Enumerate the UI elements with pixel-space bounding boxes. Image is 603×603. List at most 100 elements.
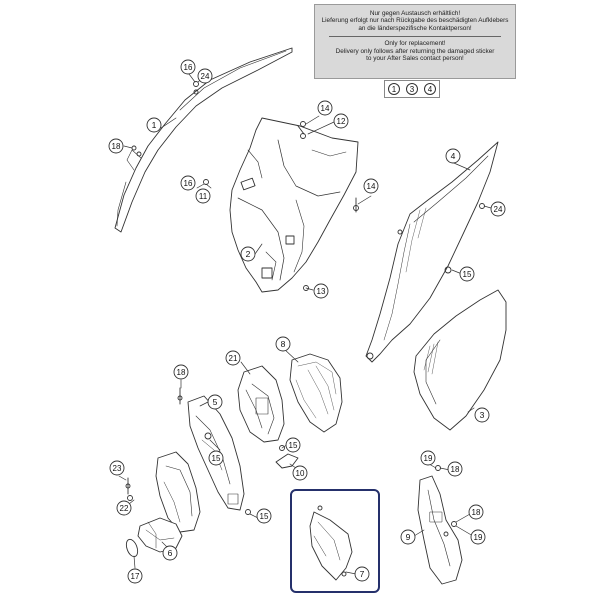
part-1-fairing-strip bbox=[114, 47, 293, 233]
callout-label: 14 bbox=[367, 182, 376, 191]
callout-circle bbox=[146, 117, 162, 133]
grommet bbox=[444, 266, 452, 274]
part-21-filter-box-cover bbox=[237, 365, 285, 443]
callout-label: 18 bbox=[472, 508, 481, 517]
callout-label: 18 bbox=[451, 465, 460, 474]
callout-14: 14 bbox=[363, 178, 379, 194]
callout-circle bbox=[162, 545, 178, 561]
callout-label: 13 bbox=[317, 287, 326, 296]
callout-label: 1 bbox=[152, 120, 157, 130]
callout-label: 14 bbox=[321, 104, 330, 113]
callout-17: 17 bbox=[127, 568, 143, 584]
notice-ref-3: 3 bbox=[406, 83, 418, 95]
callout-5: 5 bbox=[207, 394, 223, 410]
callout-label: 24 bbox=[201, 72, 210, 81]
callout-circle bbox=[109, 460, 125, 476]
screw-head bbox=[300, 121, 306, 127]
callout-8: 8 bbox=[275, 336, 291, 352]
callout-circle bbox=[285, 437, 301, 453]
part-10-clip bbox=[275, 453, 299, 469]
grommet bbox=[443, 531, 449, 537]
callout-1: 1 bbox=[146, 117, 162, 133]
callout-circle bbox=[240, 246, 256, 262]
callout-label: 15 bbox=[260, 512, 269, 521]
callout-22: 22 bbox=[116, 500, 132, 516]
callout-18: 18 bbox=[108, 138, 124, 154]
notice-en-line-3: to your After Sales contact person! bbox=[366, 55, 464, 63]
callout-circle bbox=[116, 500, 132, 516]
replacement-notice: Nur gegen Austausch erhältlich! Lieferun… bbox=[314, 4, 516, 79]
callout-label: 24 bbox=[494, 205, 503, 214]
callout-label: 11 bbox=[199, 192, 208, 201]
grommet bbox=[245, 509, 251, 515]
callout-circle bbox=[225, 350, 241, 366]
part-6-intake-boot bbox=[137, 517, 183, 553]
notice-ref-4: 4 bbox=[424, 83, 436, 95]
callout-15: 15 bbox=[208, 450, 224, 466]
callout-circle bbox=[445, 148, 461, 164]
callout-circle bbox=[275, 336, 291, 352]
part-3-number-plate bbox=[413, 289, 507, 431]
callout-label: 6 bbox=[168, 548, 173, 558]
callout-circle bbox=[256, 508, 272, 524]
notice-part-refs: 1 3 4 bbox=[384, 80, 440, 98]
callout-circle bbox=[108, 138, 124, 154]
callout-label: 9 bbox=[406, 532, 411, 542]
notice-en-line-1: Only for replacement! bbox=[384, 40, 446, 48]
notice-de-line-3: an die länderspezifische Kontaktperson! bbox=[358, 24, 472, 32]
callout-circle bbox=[363, 178, 379, 194]
callout-2: 2 bbox=[240, 246, 256, 262]
callout-label: 23 bbox=[113, 464, 122, 473]
screw-head bbox=[451, 521, 457, 527]
callout-9: 9 bbox=[400, 529, 416, 545]
part-2-airbox-frame bbox=[229, 117, 359, 293]
callout-circle bbox=[197, 68, 213, 84]
callout-circle bbox=[420, 450, 436, 466]
callout-15: 15 bbox=[285, 437, 301, 453]
callout-label: 2 bbox=[246, 249, 251, 259]
callout-13: 13 bbox=[313, 283, 329, 299]
part-8-air-filter bbox=[289, 353, 343, 433]
callout-circle bbox=[470, 529, 486, 545]
grommet bbox=[203, 179, 209, 185]
screw-head bbox=[300, 133, 306, 139]
callout-label: 19 bbox=[474, 533, 483, 542]
callout-label: 3 bbox=[480, 410, 485, 420]
callout-24: 24 bbox=[197, 68, 213, 84]
callout-circle bbox=[459, 266, 475, 282]
callout-23: 23 bbox=[109, 460, 125, 476]
callout-10: 10 bbox=[292, 465, 308, 481]
callout-16: 16 bbox=[180, 59, 196, 75]
callout-label: 4 bbox=[451, 151, 456, 161]
callout-circle bbox=[313, 283, 329, 299]
callout-circle bbox=[447, 461, 463, 477]
callout-label: 17 bbox=[131, 572, 140, 581]
callout-24: 24 bbox=[490, 201, 506, 217]
callout-circle bbox=[127, 568, 143, 584]
callout-label: 16 bbox=[184, 63, 193, 72]
screw-head bbox=[303, 285, 309, 291]
notice-de-line-2: Lieferung erfolgt nur nach Rückgabe des … bbox=[321, 17, 509, 25]
callout-label: 18 bbox=[177, 368, 186, 377]
callout-label: 16 bbox=[184, 179, 193, 188]
callout-15: 15 bbox=[256, 508, 272, 524]
callout-7: 7 bbox=[354, 566, 370, 582]
callout-18: 18 bbox=[468, 504, 484, 520]
notice-de-line-1: Nur gegen Austausch erhältlich! bbox=[369, 10, 461, 17]
grommet bbox=[193, 81, 199, 87]
callout-circle bbox=[195, 188, 211, 204]
part-9-side-bracket bbox=[417, 475, 463, 585]
callout-19: 19 bbox=[420, 450, 436, 466]
callout-16: 16 bbox=[180, 175, 196, 191]
screw bbox=[297, 125, 305, 135]
callout-circle bbox=[207, 394, 223, 410]
callout-21: 21 bbox=[225, 350, 241, 366]
notice-ref-1: 1 bbox=[388, 83, 400, 95]
leader-lines bbox=[118, 73, 492, 575]
notice-divider bbox=[329, 36, 501, 38]
callout-3: 3 bbox=[474, 407, 490, 423]
callout-label: 7 bbox=[360, 569, 365, 579]
callout-circle bbox=[400, 529, 416, 545]
